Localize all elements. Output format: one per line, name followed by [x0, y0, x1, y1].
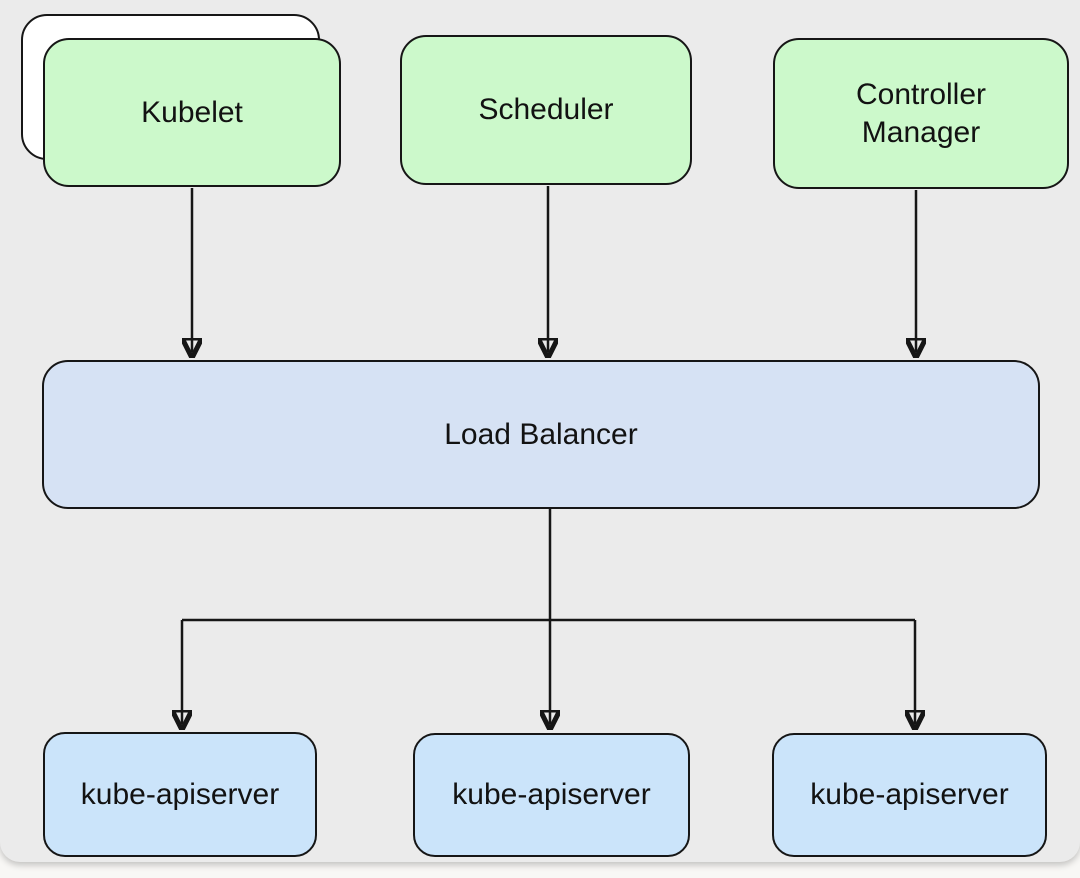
node-kubelet-label: Kubelet: [141, 95, 243, 129]
node-kube-apiserver-1: kube-apiserver: [43, 732, 317, 857]
node-kube-apiserver-1-label: kube-apiserver: [80, 777, 280, 811]
node-controller-manager: Controller Manager: [773, 38, 1069, 189]
node-scheduler-label: Scheduler: [478, 93, 614, 127]
node-scheduler: Scheduler: [400, 35, 692, 185]
node-kubelet: Kubelet: [43, 38, 341, 187]
node-kube-apiserver-2: kube-apiserver: [413, 733, 690, 857]
node-kube-apiserver-3: kube-apiserver: [772, 733, 1047, 857]
node-controller-manager-label: Controller Manager: [855, 78, 987, 149]
node-kube-apiserver-3-label: kube-apiserver: [810, 778, 1009, 812]
node-kube-apiserver-2-label: kube-apiserver: [452, 778, 651, 812]
node-load-balancer-label: Load Balancer: [444, 417, 638, 451]
node-load-balancer: Load Balancer: [42, 360, 1040, 509]
